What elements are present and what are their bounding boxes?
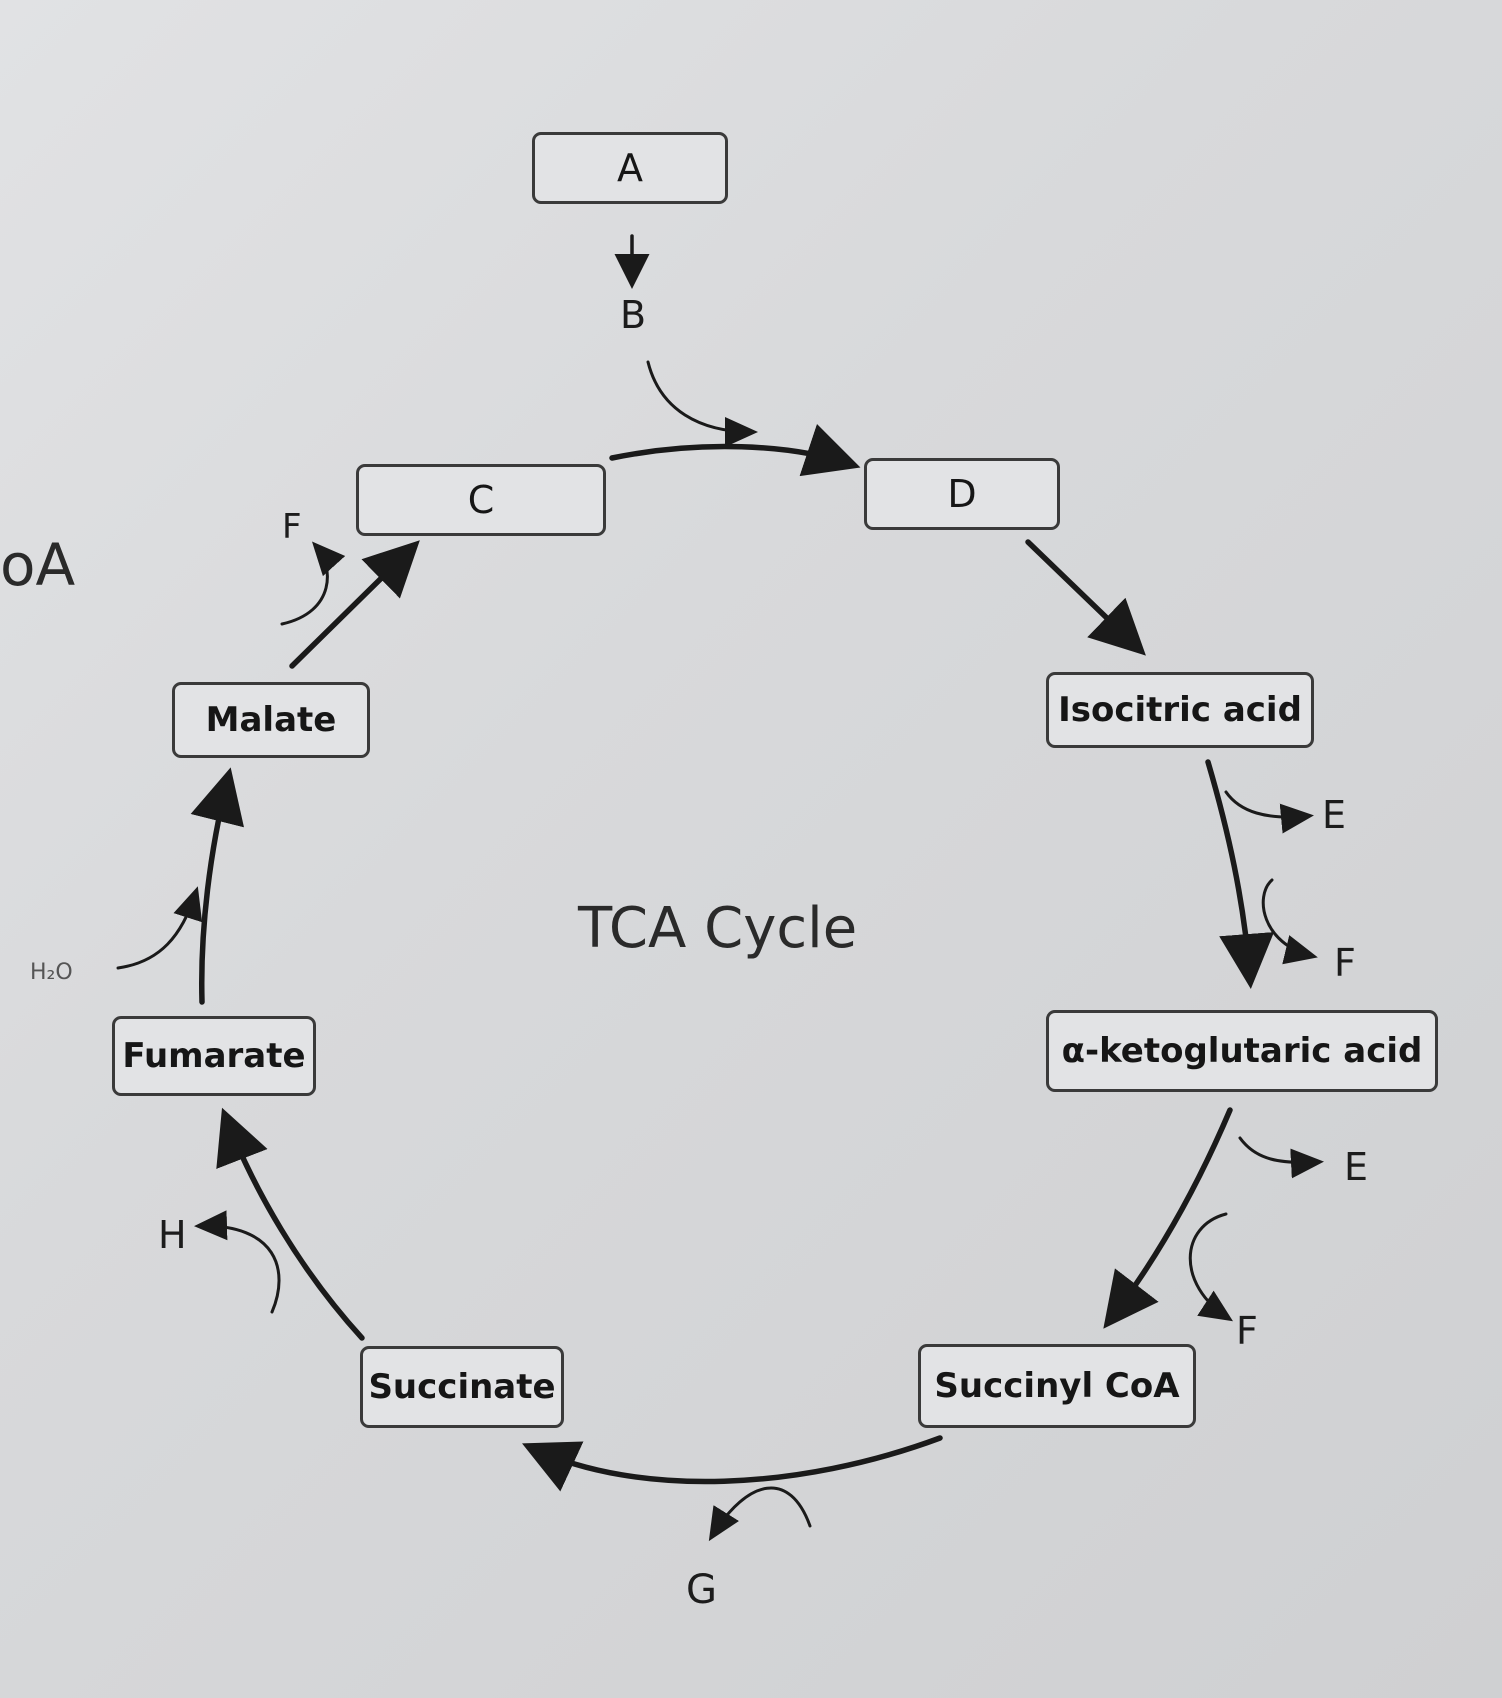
- node-c: C: [356, 464, 606, 536]
- label-e-isocitric: E: [1322, 793, 1347, 837]
- arrow-water-input: [116, 886, 203, 970]
- node-alpha-ketoglutaric-acid-label: α-ketoglutaric acid: [1061, 1031, 1423, 1071]
- node-d-label: D: [947, 472, 977, 516]
- arrow-d-to-isocitric: [1025, 539, 1146, 656]
- label-water: H₂O: [30, 960, 73, 985]
- arrow-b-input: [646, 360, 758, 447]
- arrow-f1-output: [1261, 878, 1318, 965]
- node-isocitric-acid: Isocitric acid: [1046, 672, 1314, 748]
- arrow-f2-output: [1188, 1212, 1234, 1322]
- arrow-c-to-d: [609, 424, 861, 477]
- arrow-f-malate-output: [280, 541, 346, 626]
- arrow-isocitric-to-akg: [1205, 759, 1275, 989]
- label-g: G: [686, 1567, 717, 1613]
- node-succinate-label: Succinate: [368, 1367, 556, 1407]
- arrow-succinate-to-fumarate: [216, 1107, 365, 1341]
- arrow-akg-to-succinyl: [1103, 1107, 1233, 1329]
- node-malate-label: Malate: [205, 700, 337, 740]
- arrow-fumarate-to-malate: [190, 767, 245, 1005]
- node-isocitric-acid-label: Isocitric acid: [1058, 690, 1302, 730]
- node-fumarate: Fumarate: [112, 1016, 316, 1096]
- node-succinyl-coa-label: Succinyl CoA: [934, 1366, 1180, 1406]
- node-malate: Malate: [172, 682, 370, 758]
- label-f-akg: F: [1236, 1309, 1258, 1353]
- node-a: A: [532, 132, 728, 204]
- node-alpha-ketoglutaric-acid: α-ketoglutaric acid: [1046, 1010, 1438, 1092]
- node-d: D: [864, 458, 1060, 530]
- arrow-h-output: [194, 1210, 281, 1314]
- arrow-g-output: [708, 1486, 812, 1542]
- arrow-malate-to-c: [289, 540, 420, 669]
- label-b: B: [620, 293, 647, 337]
- label-e-akg: E: [1344, 1145, 1369, 1189]
- arrow-e1-output: [1224, 790, 1314, 834]
- node-c-label: C: [467, 478, 495, 522]
- arrow-e2-output: [1238, 1136, 1324, 1179]
- label-edge-fragment: oA: [0, 531, 76, 599]
- node-succinate: Succinate: [360, 1346, 564, 1428]
- label-h: H: [158, 1213, 187, 1257]
- arrow-succinyl-to-succinate: [522, 1435, 943, 1492]
- node-a-label: A: [617, 146, 643, 190]
- label-f-isocitric: F: [1334, 941, 1356, 985]
- label-f-malate: F: [282, 507, 302, 547]
- node-fumarate-label: Fumarate: [122, 1036, 306, 1076]
- node-succinyl-coa: Succinyl CoA: [918, 1344, 1196, 1428]
- diagram-title: TCA Cycle: [578, 896, 858, 961]
